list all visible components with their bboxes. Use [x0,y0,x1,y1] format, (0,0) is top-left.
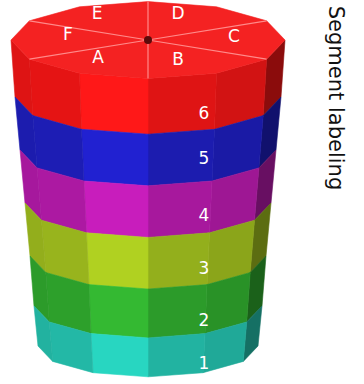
sector-segment: A [89,47,107,68]
segment-number: 4 [199,206,210,225]
height-segment: 3 [196,258,213,279]
segment-number: 2 [199,311,210,330]
height-segment: 1 [196,353,213,374]
band-facet [148,73,217,134]
band-facet [49,322,93,373]
band-facet [80,73,149,134]
band-facet [87,233,149,289]
height-segment: 2 [196,310,213,331]
cap-center [144,36,152,44]
band-facet [84,181,148,237]
band-facet [148,181,212,237]
sector-line [147,40,148,78]
band-facet [243,306,262,361]
sector-letter: E [92,4,103,23]
sector-letter: B [172,50,184,69]
sector-line [147,2,148,40]
band-facet [148,334,205,377]
band-facet [148,233,210,289]
sector-segment: F [60,24,76,45]
band-facet [203,322,247,373]
band-facet [148,285,207,338]
height-segment: 6 [196,103,213,124]
sector-line [148,40,267,59]
band-facet [82,129,149,186]
band-facet [91,334,148,377]
sector-letter: A [92,48,104,67]
sector-line [148,21,267,40]
sector-letter: D [171,4,184,23]
height-segment: 5 [196,148,213,169]
segment-number: 5 [199,149,210,168]
sector-segment: C [225,26,243,47]
band-facet [34,306,53,361]
sector-line [29,21,148,40]
sector-segment: D [168,3,187,24]
segment-number: 6 [199,104,210,123]
segment-number: 3 [199,259,210,278]
side-caption: Segment labeling [324,6,348,190]
sector-segment: E [89,3,106,24]
sector-segment: B [169,49,187,70]
top-cap [11,2,285,79]
sector-letter: C [228,27,240,46]
height-segment: 4 [196,205,213,226]
band-facet [148,129,215,186]
band-facet [89,285,148,338]
sector-letter: F [63,25,73,44]
sector-line [29,40,148,59]
segment-number: 1 [199,354,210,373]
